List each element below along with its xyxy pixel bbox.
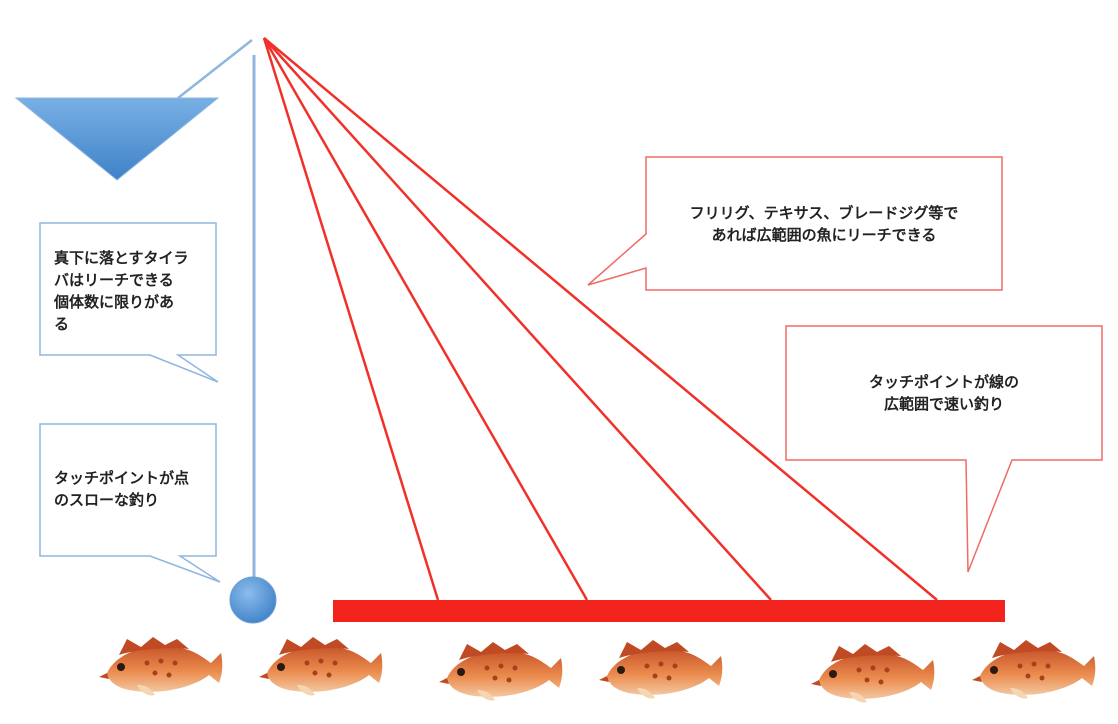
jig-line-2	[262, 37, 589, 601]
rockfish-icon	[599, 640, 723, 699]
rockfish-icon	[972, 640, 1096, 699]
wide-jigs-callout-text: フリリグ、テキサス、ブレードジグ等で あれば広範囲の魚にリーチできる	[689, 204, 959, 244]
tairaba-callout-box	[39, 222, 219, 383]
sinker-weight-icon	[229, 576, 277, 624]
jig-line-3	[263, 37, 772, 601]
line-fast-callout-box	[785, 325, 1103, 573]
jig-line-1	[262, 37, 440, 601]
line-fast-callout-text: タッチポイントが線の 広範囲で速い釣り	[868, 373, 1019, 413]
rockfish-icon	[99, 637, 223, 696]
rockfish-icon	[259, 637, 383, 696]
rockfish-icon	[439, 642, 563, 701]
bottom-contact-bar	[333, 600, 1005, 622]
jig-line-4	[263, 37, 938, 601]
boat-triangle-icon	[14, 97, 220, 181]
tairaba-callout-text: 真下に落とすタイラ バはリーチできる 個体数に限りがあ る	[54, 249, 189, 333]
wide-jigs-callout-box	[587, 156, 1003, 291]
boat-line	[177, 39, 253, 99]
point-slow-callout-text: タッチポイントが点 のスローな釣り	[54, 469, 190, 509]
rockfish-icon	[811, 644, 935, 703]
point-slow-callout-box	[39, 423, 221, 583]
